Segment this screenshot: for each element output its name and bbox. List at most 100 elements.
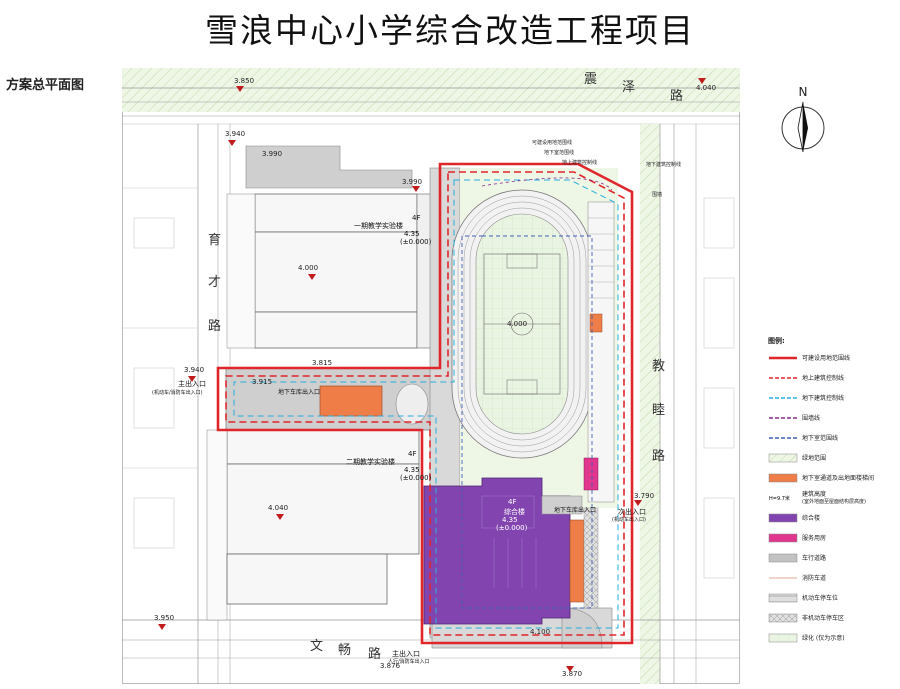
callout-5: 围墙 [652, 191, 662, 198]
road-name-wenchang-2: 畅 [338, 643, 351, 658]
legend-swatch [769, 397, 797, 399]
plan-subtitle: 方案总平面图 [6, 78, 85, 93]
aboveground-control-line [225, 171, 625, 636]
elev-13: 3.790 [634, 492, 654, 500]
complex-zero: (±0.000) [496, 524, 528, 532]
site-plan-map: 震 泽 路 育 才 路 教 睦 路 文 畅 路 3.850 4.040 3.94… [122, 68, 740, 688]
legend-label: 消防车道 [802, 574, 827, 582]
legend-item: 服务用房 [768, 528, 900, 548]
road-name-wenchang-3: 路 [368, 646, 381, 662]
elev-8: 3.915 [252, 378, 272, 386]
road-name-jiaomu-2: 睦 [652, 402, 665, 418]
underground-control-line [233, 179, 619, 629]
legend-item: 地下室通道及出地面楼梯间 [768, 468, 900, 488]
road-name-yucai-3: 路 [208, 318, 221, 334]
legend-item: 绿地范围 [768, 448, 900, 468]
north-arrow: N [776, 84, 830, 158]
legend-label: 服务用房 [802, 534, 827, 542]
phase2-zero: (±0.000) [400, 474, 432, 482]
legend-swatch [768, 613, 798, 623]
road-name-zhenze-1: 震 [584, 72, 597, 87]
legend-swatch [768, 633, 798, 643]
phase1-zero: (±0.000) [400, 238, 432, 246]
legend-item: 综合楼 [768, 508, 900, 528]
north-label: N [799, 85, 808, 99]
legend-label: 非机动车停车区 [802, 614, 845, 622]
legend-swatch [769, 437, 797, 439]
legend-label: 车行道路 [802, 554, 827, 562]
legend-label: 绿地范围 [802, 454, 827, 462]
legend-item: 机动车停车位 [768, 588, 900, 608]
main-entrance-bottom: 主出入口 [392, 649, 420, 658]
legend-label: 建筑高度 [802, 490, 827, 498]
garage-ramp [319, 385, 383, 417]
callout-3: 地上建筑控制线 [562, 159, 597, 166]
complex-floors: 4F [508, 498, 516, 506]
legend-item: 车行道路 [768, 548, 900, 568]
garage-entry-label: 地下车库出入口 [278, 388, 320, 396]
phase1-elev: 4.35 [404, 230, 420, 238]
road-name-jiaomu-3: 路 [652, 448, 665, 464]
road-name-zhenze-2: 泽 [622, 80, 635, 95]
page-title: 雪浪中心小学综合改造工程项目 [205, 11, 695, 50]
legend-sublabel: (室外地面至屋面结构层高度) [802, 498, 866, 505]
phase1-floors: 4F [412, 214, 420, 222]
legend-item: 非机动车停车区 [768, 608, 900, 628]
secondary-entrance: 次出入口 [618, 507, 646, 516]
road-name-yucai-2: 才 [208, 275, 221, 290]
main-entrance-left: 主出入口 [178, 379, 206, 388]
elev-11: 3.870 [562, 670, 582, 678]
legend-item: 地下建筑控制线 [768, 388, 900, 408]
legend-swatch [769, 577, 797, 579]
legend: 图例: 可建设用地范围线地上建筑控制线地下建筑控制线围墙线地下室范围线绿地范围地… [768, 336, 900, 648]
complex-label: 综合楼 [504, 507, 525, 516]
elev-4: 3.990 [262, 150, 282, 158]
elev-9: 4.040 [268, 504, 288, 512]
legend-swatch [768, 593, 798, 603]
elev-15: 3.815 [312, 359, 332, 367]
elev-16: 4.000 [507, 320, 527, 328]
legend-item: 绿化 (仅为示意) [768, 628, 900, 648]
phase2-label: 二期教学实验楼 [346, 457, 395, 466]
road-jiaomu [640, 124, 735, 684]
service-road-top [245, 145, 413, 189]
legend-label: 地下室范围线 [802, 434, 839, 442]
callout-1: 可建设用地范围线 [532, 139, 572, 146]
legend-swatch [769, 356, 797, 360]
elev-14: 4.100 [530, 628, 550, 636]
elev-10: 3.950 [154, 614, 174, 622]
phase1-building [226, 193, 444, 349]
elev-12: 3.876 [380, 662, 401, 670]
legend-swatch [768, 513, 798, 523]
legend-label: 地下室通道及出地面楼梯间 [802, 474, 875, 482]
legend-swatch [768, 473, 798, 483]
legend-item: 围墙线 [768, 408, 900, 428]
legend-label: 综合楼 [802, 514, 821, 522]
main-entrance-left-sub: (机动车/消防车出入口) [152, 389, 203, 396]
basement-line [461, 235, 593, 609]
buildable-boundary [216, 162, 634, 645]
legend-swatch [768, 533, 798, 543]
legend-label: 地上建筑控制线 [802, 374, 845, 382]
legend-swatch [768, 553, 798, 563]
phase2-floors: 4F [408, 450, 416, 458]
callout-4: 地下建筑控制线 [646, 161, 681, 168]
legend-swatch [768, 453, 798, 463]
road-name-yucai-1: 育 [208, 232, 221, 248]
legend-label: 可建设用地范围线 [802, 354, 851, 362]
secondary-entrance-sub: (机动车出入口) [612, 516, 646, 523]
road-name-wenchang-1: 文 [310, 639, 323, 654]
legend-label: 机动车停车位 [802, 594, 839, 602]
legend-item: 消防车道 [768, 568, 900, 588]
running-track [451, 189, 593, 459]
legend-label: 绿化 (仅为示意) [802, 634, 845, 642]
road-name-zhenze-3: 路 [670, 88, 683, 104]
elev-1: 3.850 [234, 77, 254, 85]
legend-swatch [769, 417, 797, 419]
elev-3: 3.940 [225, 130, 245, 138]
road-zhenze [122, 68, 740, 125]
service-room [583, 457, 599, 491]
legend-label: 围墙线 [802, 414, 821, 422]
main-entrance-bottom-sub: 人行/消防车出入口 [388, 658, 430, 665]
elev-2: 4.040 [696, 84, 716, 92]
